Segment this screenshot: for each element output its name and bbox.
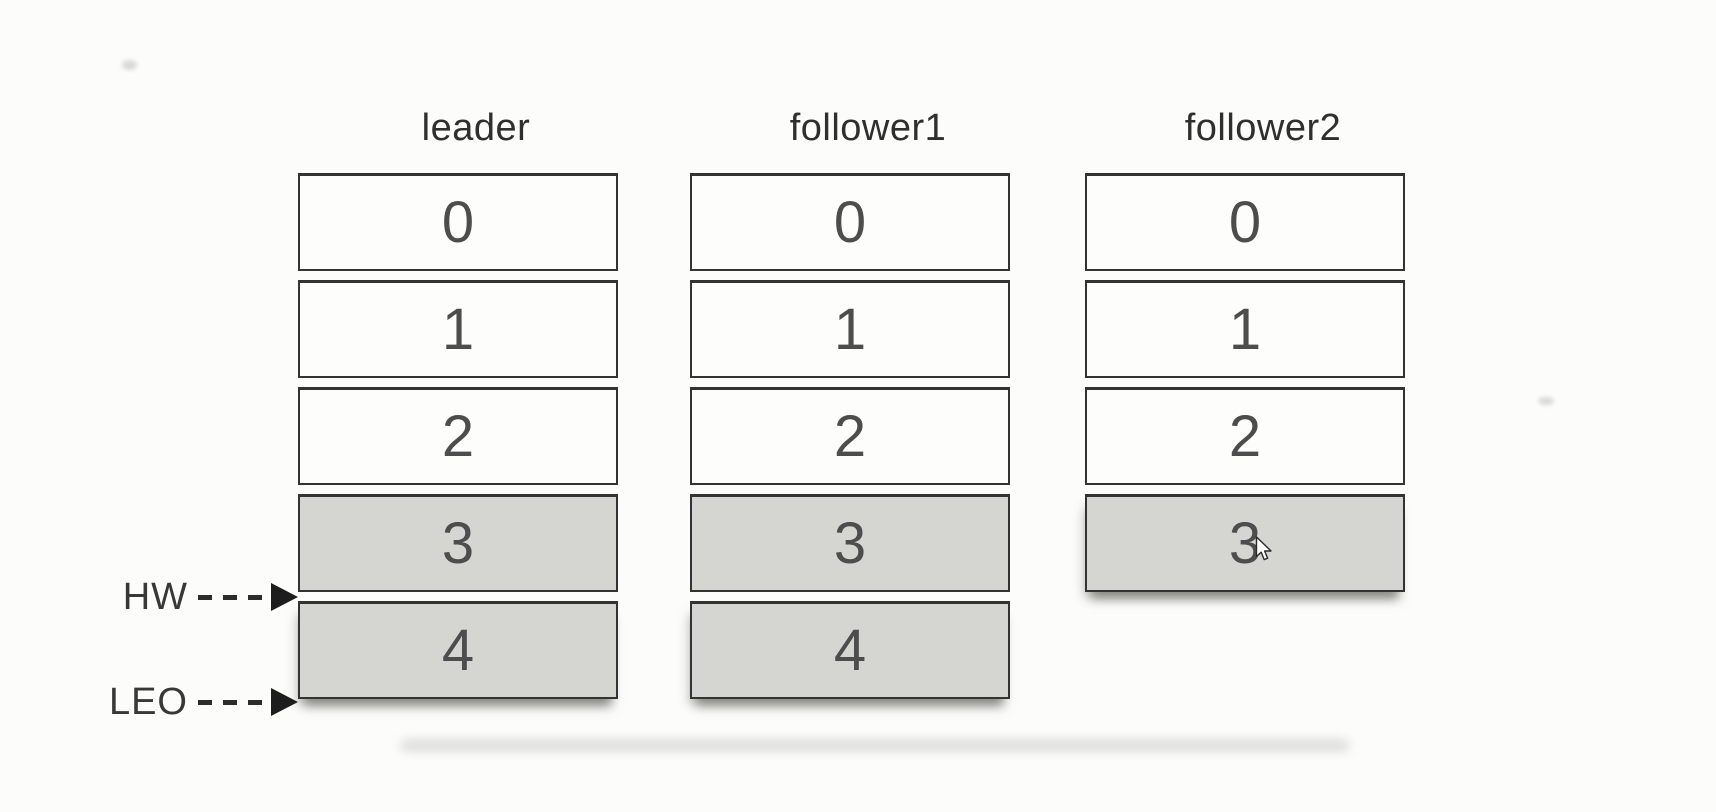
log-cell: 2 bbox=[298, 387, 618, 485]
log-cell: 1 bbox=[1085, 280, 1405, 378]
log-cells-follower2: 0 1 2 3 bbox=[1085, 173, 1405, 592]
column-title-leader: leader bbox=[421, 106, 531, 149]
cell-label: 3 bbox=[441, 511, 475, 576]
log-cell: 2 bbox=[690, 387, 1010, 485]
scan-artifact-spot bbox=[1538, 397, 1554, 405]
cell-label: 3 bbox=[1228, 511, 1262, 576]
cell-label: 4 bbox=[833, 618, 867, 683]
column-title-follower1: follower1 bbox=[789, 106, 947, 149]
leo-marker: LEO bbox=[90, 680, 298, 724]
log-cell: 1 bbox=[298, 280, 618, 378]
hw-label: HW bbox=[122, 575, 188, 618]
hw-marker: HW bbox=[90, 575, 298, 619]
log-column-leader: leader 0 1 2 3 4 bbox=[298, 95, 618, 699]
cell-label: 0 bbox=[1228, 190, 1262, 255]
dashed-line bbox=[198, 594, 270, 600]
log-cells-follower1: 0 1 2 3 4 bbox=[690, 173, 1010, 699]
log-cell: 3 bbox=[690, 494, 1010, 592]
cell-label: 2 bbox=[441, 404, 475, 469]
log-cell: 0 bbox=[690, 173, 1010, 271]
log-cell: 3 bbox=[1085, 494, 1405, 592]
log-cell: 4 bbox=[690, 601, 1010, 699]
leo-label: LEO bbox=[108, 680, 188, 723]
scan-artifact-streak bbox=[400, 739, 1350, 752]
log-column-follower2: follower2 0 1 2 3 bbox=[1085, 95, 1405, 592]
cell-label: 0 bbox=[441, 190, 475, 255]
cell-label: 1 bbox=[441, 297, 475, 362]
log-cell: 4 bbox=[298, 601, 618, 699]
log-cell: 1 bbox=[690, 280, 1010, 378]
log-cell: 3 bbox=[298, 494, 618, 592]
cell-label: 3 bbox=[833, 511, 867, 576]
log-cell: 2 bbox=[1085, 387, 1405, 485]
arrowhead-right-icon bbox=[271, 688, 298, 716]
cell-label: 1 bbox=[833, 297, 867, 362]
cell-label: 2 bbox=[833, 404, 867, 469]
log-column-follower1: follower1 0 1 2 3 4 bbox=[690, 95, 1010, 699]
scan-artifact-spot bbox=[122, 60, 137, 70]
dashed-line bbox=[198, 699, 270, 705]
cell-label: 0 bbox=[833, 190, 867, 255]
column-title-follower2: follower2 bbox=[1184, 106, 1342, 149]
log-cells-leader: 0 1 2 3 4 bbox=[298, 173, 618, 699]
log-cell: 0 bbox=[298, 173, 618, 271]
log-cell: 0 bbox=[1085, 173, 1405, 271]
cell-label: 2 bbox=[1228, 404, 1262, 469]
mouse-cursor-icon bbox=[1255, 536, 1272, 561]
cell-label: 1 bbox=[1228, 297, 1262, 362]
arrowhead-right-icon bbox=[271, 583, 298, 611]
cell-label: 4 bbox=[441, 618, 475, 683]
